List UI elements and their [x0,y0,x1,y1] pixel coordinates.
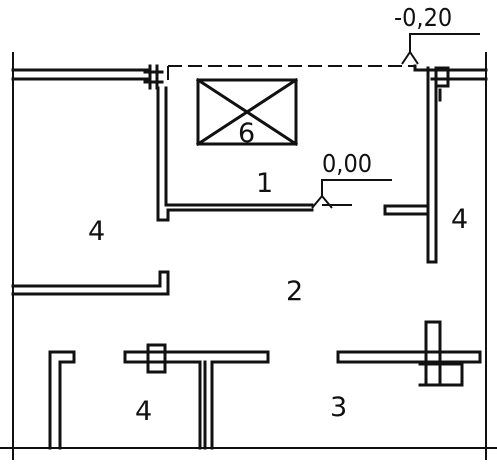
level-pit-text: -0,20 [394,3,452,32]
room-2-label: 2 [286,276,303,307]
room-4-left-label: 4 [88,216,105,247]
equipment-label: 6 [238,118,255,149]
level-floor-text: 0,00 [322,149,372,178]
outer-walls [0,52,497,460]
level-marker-floor: 0,00 [311,149,392,209]
room-3-label: 3 [330,392,347,423]
room-4-bottom-label: 4 [135,396,152,427]
right-partition [383,66,450,264]
left-middle-wall [11,270,170,296]
room-labels: 1 2 3 4 4 4 [88,168,468,427]
room-1-walls [143,64,434,222]
level-marker-pit: -0,20 [394,3,480,65]
top-wall [11,65,488,81]
room-1-label: 1 [256,168,273,199]
room-4-right-label: 4 [451,204,468,235]
equipment-6: 6 [195,77,299,149]
bottom-walls [48,320,482,450]
